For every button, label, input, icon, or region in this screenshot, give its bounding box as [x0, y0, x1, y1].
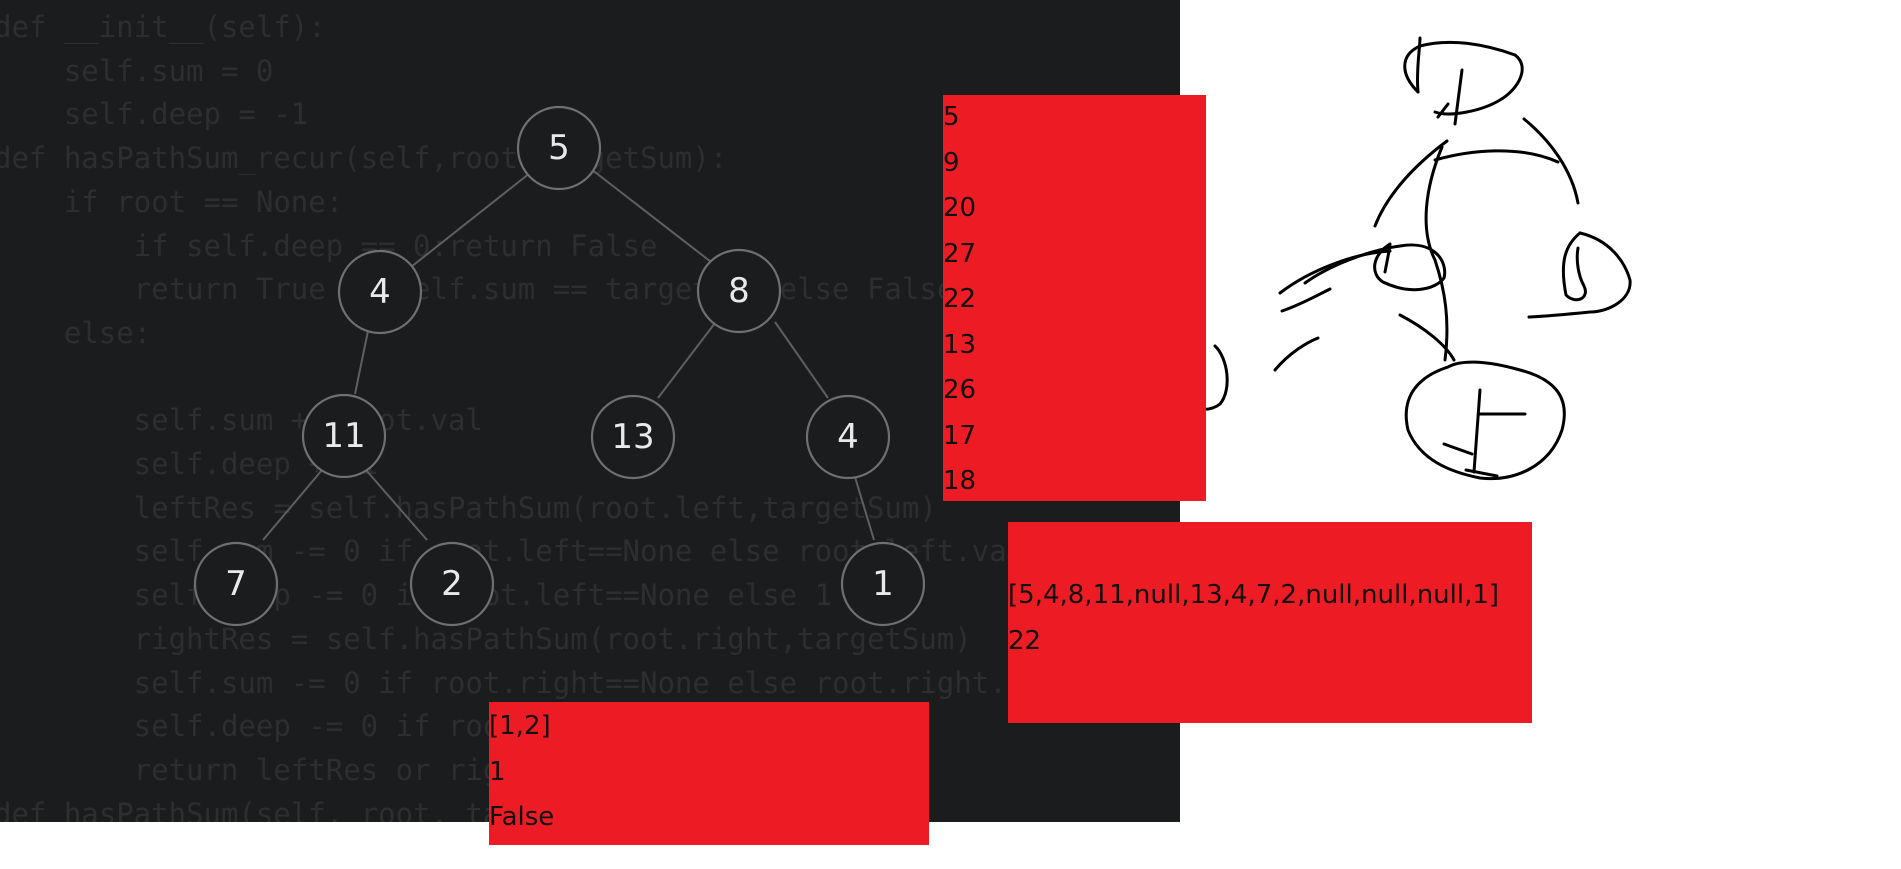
- code-line: def hasPathSum_recur(self,root,targetSum…: [0, 141, 728, 176]
- result-line: 1: [489, 756, 506, 787]
- sketch-stroke: [1280, 287, 1332, 313]
- tree-edge: [657, 322, 716, 399]
- tree-node: 5: [516, 105, 602, 191]
- input-box: [5,4,8,11,null,13,4,7,2,null,null,null,1…: [1008, 522, 1532, 723]
- sum-value: 13: [943, 329, 977, 360]
- sketch-stroke: [1464, 468, 1499, 478]
- result-line: False: [489, 802, 555, 832]
- code-line: self.sum = 0: [63, 53, 274, 88]
- sums-output-box: 5 9 20 27 22 13 26 17 18: [943, 95, 1206, 501]
- result-box: [1,2] 1 False: [489, 702, 929, 845]
- tree-edge: [262, 469, 323, 541]
- tree-node: 7: [193, 541, 279, 627]
- sketch-stroke: [1424, 145, 1449, 362]
- result-line: [1,2]: [489, 711, 551, 741]
- sketch-stroke: [1527, 231, 1632, 319]
- tree-node-circle: [805, 394, 891, 480]
- code-line: rightRes = self.hasPathSum(root.right,ta…: [133, 621, 972, 656]
- code-line: if root == None:: [63, 184, 344, 219]
- sum-value: 9: [943, 147, 960, 178]
- sum-value: 22: [943, 284, 977, 314]
- code-line: def __init__(self):: [0, 10, 326, 44]
- code-line: self.sum -= 0 if root.right==None else r…: [133, 665, 1060, 700]
- tree-edges: [262, 168, 875, 541]
- tree-node-label: 8: [728, 271, 750, 311]
- sketch-stroke: [1398, 313, 1456, 362]
- tree-node-circle: [840, 541, 926, 627]
- sum-value: 17: [943, 420, 977, 451]
- sketch-stroke: [1433, 149, 1560, 164]
- sketch-stroke: [1436, 102, 1450, 119]
- tree-node: 2: [409, 541, 495, 627]
- sum-value: 27: [943, 238, 977, 269]
- sketch-stroke: [1442, 442, 1474, 456]
- tree-node: 8: [696, 248, 782, 334]
- binary-tree: 5 4 8 11 13 4 7 2: [193, 105, 926, 627]
- tree-edge: [410, 168, 536, 268]
- sketch-stroke: [1453, 68, 1464, 126]
- tree-node-label: 1: [872, 564, 894, 604]
- tree-node-circle: [516, 105, 602, 191]
- input-tree-array: [5,4,8,11,null,13,4,7,2,null,null,null,1…: [1008, 580, 1500, 610]
- tree-node-label: 4: [837, 417, 859, 457]
- hand-drawn-sketch: [1186, 36, 1632, 481]
- sum-value: 18: [943, 466, 977, 496]
- sketch-stroke: [1404, 360, 1566, 481]
- code-line: if self.deep == 0:return False: [133, 228, 658, 263]
- tree-node: 4: [337, 249, 423, 335]
- tree-node-label: 13: [611, 417, 654, 457]
- sketch-stroke: [1403, 40, 1524, 116]
- tree-node-circle: [193, 541, 279, 627]
- tree-node-circle: [337, 249, 423, 335]
- tree-node-circle: [590, 394, 676, 480]
- tree-node-label: 11: [322, 416, 365, 456]
- tree-edge: [854, 476, 875, 541]
- sum-value: 26: [943, 375, 977, 405]
- tree-node-label: 7: [225, 564, 247, 604]
- tree-node-label: 2: [441, 564, 463, 604]
- code-line: return True if self.sum == targetSum els…: [133, 272, 955, 307]
- sketch-stroke: [1561, 231, 1587, 302]
- tree-node: 1: [840, 541, 926, 627]
- code-line: leftRes = self.hasPathSum(root.left,targ…: [133, 490, 937, 525]
- sketch-stroke: [1472, 388, 1482, 474]
- tree-node-circle: [409, 541, 495, 627]
- tree-node-circle: [301, 393, 387, 479]
- sketch-stroke: [1415, 36, 1422, 94]
- tree-node-label: 5: [548, 128, 570, 168]
- sum-value: 5: [943, 102, 960, 132]
- code-line: self.deep = -1: [63, 97, 309, 132]
- tree-node: 11: [301, 393, 387, 479]
- sketch-stroke: [1522, 117, 1580, 205]
- sketch-stroke: [1373, 139, 1449, 228]
- code-line: else:: [63, 315, 152, 350]
- input-target-sum: 22: [1008, 625, 1042, 656]
- tree-edge: [774, 321, 829, 399]
- tree-node: 13: [590, 394, 676, 480]
- tree-edge: [365, 469, 428, 541]
- tree-node-label: 4: [369, 272, 391, 312]
- tree-edge: [590, 168, 716, 266]
- tree-edge: [354, 330, 369, 395]
- sketch-stroke: [1278, 249, 1392, 295]
- tree-node-circle: [696, 248, 782, 334]
- sketch-stroke: [1273, 336, 1320, 372]
- sketch-stroke: [1383, 244, 1392, 274]
- sum-value: 20: [943, 193, 977, 223]
- tree-node: 4: [805, 394, 891, 480]
